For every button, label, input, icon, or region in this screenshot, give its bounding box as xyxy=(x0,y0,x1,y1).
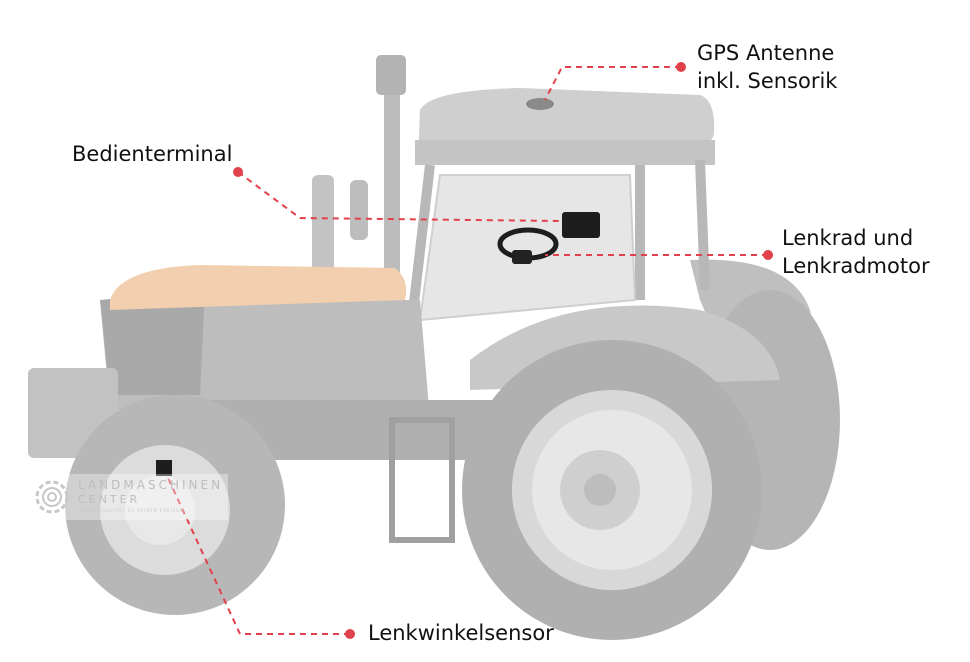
dot-gps xyxy=(676,62,686,72)
watermark-text: CENTER xyxy=(78,493,141,506)
label-gps-antenna: GPS Antenne inkl. Sensorik xyxy=(697,39,837,95)
leader-angle-sensor xyxy=(167,477,350,635)
dot-steering xyxy=(763,250,773,260)
watermark-logo: LANDMASCHINEN CENTER BESTE QUALITÄT ZU F… xyxy=(30,474,228,520)
label-angle-sensor: Lenkwinkelsensor xyxy=(368,621,554,645)
watermark-text: LANDMASCHINEN xyxy=(78,478,224,492)
label-gps-line2: inkl. Sensorik xyxy=(697,69,838,93)
dot-terminal xyxy=(233,167,243,177)
label-steering-line1: Lenkrad und xyxy=(782,226,914,250)
watermark-tagline: BESTE QUALITÄT ZU FAIREN PREISEN xyxy=(78,508,184,513)
label-steering-line2: Lenkradmotor xyxy=(782,254,930,278)
leader-terminal xyxy=(237,171,563,222)
label-terminal: Bedienterminal xyxy=(72,142,233,166)
label-steering: Lenkrad und Lenkradmotor xyxy=(782,224,930,280)
gear-logo-icon xyxy=(35,480,69,514)
dot-angle-sensor xyxy=(345,629,355,639)
leader-lines xyxy=(167,66,768,635)
label-gps-line1: GPS Antenne xyxy=(697,41,835,65)
leader-gps xyxy=(544,66,681,101)
